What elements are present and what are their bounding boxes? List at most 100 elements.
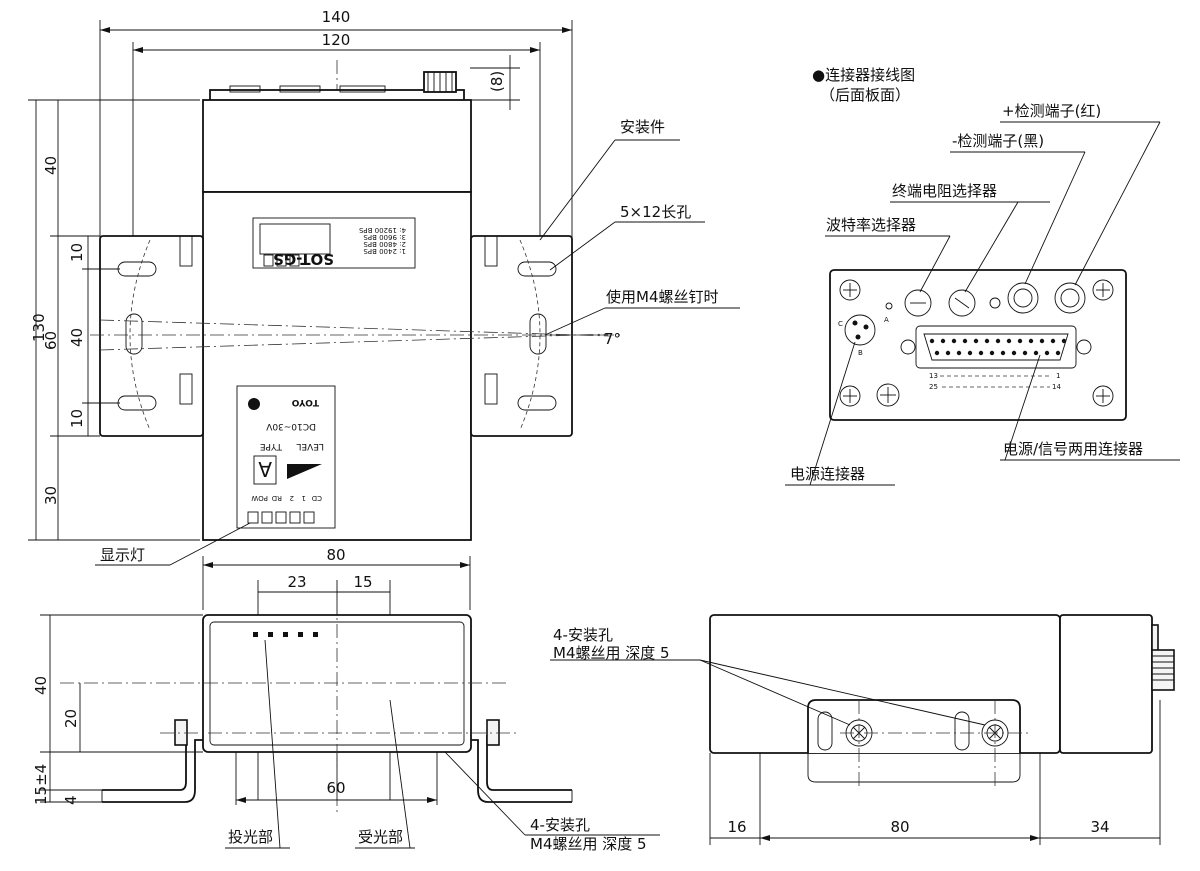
main-body xyxy=(202,191,472,541)
pin-b: B xyxy=(858,349,863,357)
side-slot-right xyxy=(954,711,970,751)
dim-v-130: 130 xyxy=(30,313,48,342)
callout-receiver: 受光部 xyxy=(358,828,403,846)
type-box xyxy=(253,455,277,485)
left-bracket xyxy=(99,235,204,437)
rear-subtitle: （后面板面） xyxy=(820,86,910,104)
side-view: 16 80 34 4-安装孔 M4螺丝用 深度 5 xyxy=(550,614,1175,845)
callout-indicator: 显示灯 xyxy=(100,546,145,564)
led-label-rd: RD xyxy=(272,494,282,502)
callout-baud: 波特率选择器 xyxy=(826,216,916,234)
led-5 xyxy=(303,511,315,524)
type-letter: A xyxy=(258,457,272,481)
led-4 xyxy=(289,511,301,524)
signal-connector[interactable] xyxy=(923,333,1069,361)
type-label: TYPE xyxy=(260,441,283,451)
dim-v-10a: 10 xyxy=(68,243,86,262)
rear-panel: ●连接器接线图 （后面板面） C A B xyxy=(785,66,1180,486)
dim-23: 23 xyxy=(287,573,306,591)
dim-v-40b: 40 xyxy=(68,328,86,347)
dim-34: 34 xyxy=(1090,818,1109,836)
front-view: 80 23 15 40 20 15±4 4 xyxy=(32,546,660,853)
table-row-3: 3: 9600 BPS xyxy=(363,233,406,241)
screw-icon xyxy=(839,279,1114,407)
term-res-selector[interactable] xyxy=(948,289,976,317)
plus-terminal[interactable] xyxy=(1007,282,1039,314)
led-3 xyxy=(275,511,287,524)
dim-15: 15 xyxy=(353,573,372,591)
side-top-box xyxy=(1059,614,1153,754)
led-label-1: 1 xyxy=(302,494,306,502)
baud-selector[interactable] xyxy=(904,289,932,317)
dim-80-side: 80 xyxy=(890,818,909,836)
table-row-1: 1: 2400 BPS xyxy=(363,247,406,255)
led-1 xyxy=(247,511,259,524)
top-box xyxy=(202,99,472,193)
callout-hole-side-2: M4螺丝用 深度 5 xyxy=(553,644,670,662)
pin-25: 25 xyxy=(929,383,938,391)
dim-4-front: 4 xyxy=(62,795,80,805)
slot-right-bottom xyxy=(517,395,557,411)
dim-20-front: 20 xyxy=(62,709,80,728)
pin-c: C xyxy=(838,320,843,328)
callout-power-conn: 电源连接器 xyxy=(790,465,865,483)
callout-mount: 安装件 xyxy=(620,118,665,136)
display-window xyxy=(259,223,331,255)
led-label-pow: POW xyxy=(251,494,268,502)
table-row-2: 2: 4800 BPS xyxy=(363,240,406,248)
dim-v-40: 40 xyxy=(42,156,60,175)
dim-15pm4: 15±4 xyxy=(32,764,50,805)
callout-m4: 使用M4螺丝钉时 xyxy=(606,288,719,306)
led-2 xyxy=(261,511,273,524)
dim-40-front: 40 xyxy=(32,676,50,695)
dim-16: 16 xyxy=(727,818,746,836)
dim-v-60: 60 xyxy=(42,331,60,350)
slot-left-mid xyxy=(125,313,143,355)
model-label: SOT-GS xyxy=(273,250,334,268)
level-label: LEVEL xyxy=(296,441,324,451)
rear-panel-body xyxy=(829,269,1127,421)
led-label-2: 2 xyxy=(290,494,294,502)
level-bars xyxy=(287,464,322,479)
dim-60: 60 xyxy=(326,779,345,797)
dim-8: (8) xyxy=(488,71,506,92)
callout-hole-front-1: 4-安装孔 xyxy=(530,816,590,834)
brand-label: TOYO xyxy=(291,397,319,407)
callout-plus-terminal: +检测端子(红) xyxy=(1002,102,1101,120)
angle-7: 7° xyxy=(604,330,621,348)
pin-a: A xyxy=(884,316,889,324)
power-connector[interactable] xyxy=(844,314,876,346)
right-bracket xyxy=(470,235,573,437)
toyo-logo-icon xyxy=(248,398,260,410)
callout-hole-front-2: M4螺丝用 深度 5 xyxy=(530,835,647,853)
side-slot-left xyxy=(817,711,833,751)
callout-signal-conn: 电源/信号两用连接器 xyxy=(1003,440,1143,458)
slot-right-top xyxy=(517,261,557,277)
table-row-4: 4: 19200 BPS xyxy=(358,226,406,234)
callout-hole-side-1: 4-安装孔 xyxy=(553,626,613,644)
dim-140: 140 xyxy=(322,8,351,26)
pin-14: 14 xyxy=(1052,383,1061,391)
callout-minus-terminal: -检测端子(黑) xyxy=(952,132,1044,150)
led-label-cd: CD xyxy=(312,494,322,502)
pin-1: 1 xyxy=(1056,372,1060,380)
dim-80-front: 80 xyxy=(326,546,345,564)
minus-terminal[interactable] xyxy=(1054,282,1086,314)
left-foot-screw xyxy=(174,719,188,746)
rear-title: ●连接器接线图 xyxy=(812,66,915,84)
dsub-shell xyxy=(915,325,1077,369)
dsub-pins xyxy=(929,338,1067,356)
pin-13: 13 xyxy=(929,372,938,380)
top-view: 140 120 (8) xyxy=(28,8,740,566)
callout-term-res: 终端电阻选择器 xyxy=(892,182,997,200)
toyo-panel xyxy=(236,385,336,529)
callout-emitter: 投光部 xyxy=(228,828,273,846)
right-foot-screw xyxy=(486,719,500,746)
dim-v-30: 30 xyxy=(42,486,60,505)
callout-slot: 5×12长孔 xyxy=(620,203,691,221)
label-plate xyxy=(252,217,416,269)
slot-right-mid xyxy=(529,313,547,355)
dim-120: 120 xyxy=(322,31,351,49)
